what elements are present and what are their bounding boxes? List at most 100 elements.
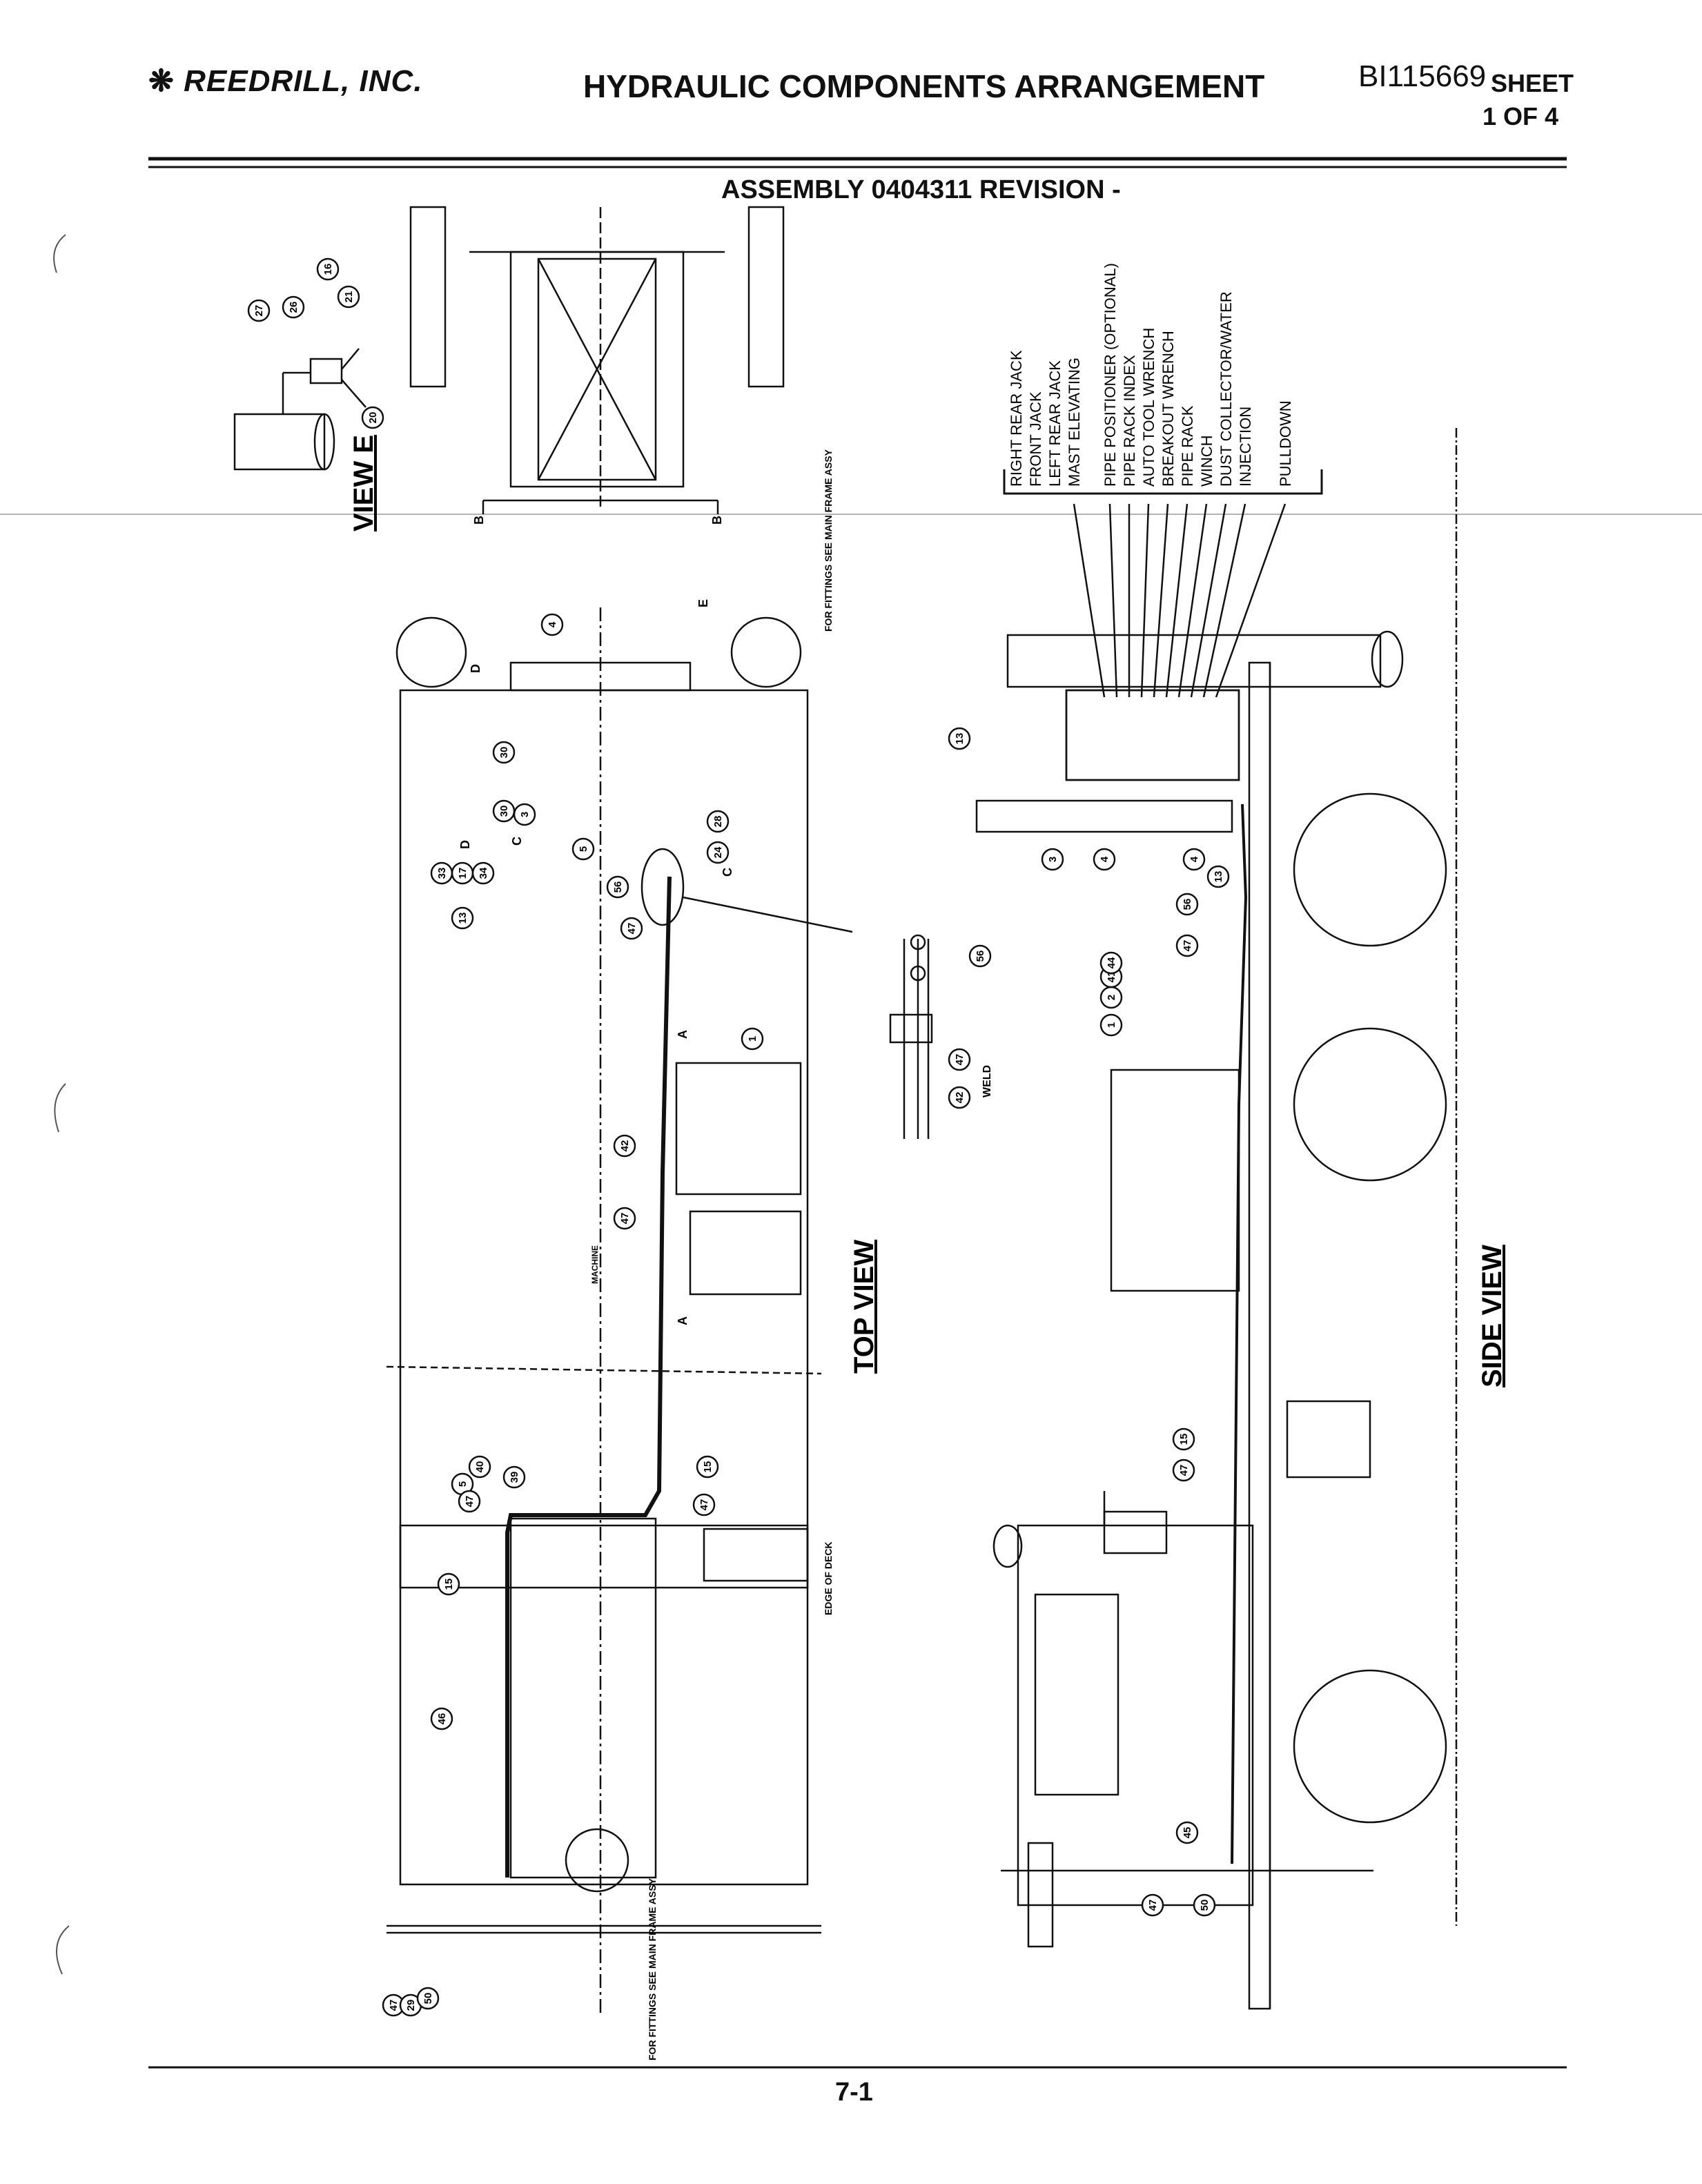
balloon-circle [613,1207,636,1230]
function-label: WINCH [1198,435,1215,487]
section-mark: C [510,837,524,846]
balloon-label: 1 [1106,1022,1117,1028]
view-e-structure [409,206,785,514]
balloon-label: 46 [436,1713,448,1725]
balloon-label: 3 [519,812,531,817]
function-leader-line [1215,503,1287,698]
function-label: FRONT JACK [1027,391,1044,487]
balloon-label: 44 [1106,957,1117,968]
balloon-circle [502,1465,526,1489]
balloon-circle [948,1086,971,1109]
balloon-circle [620,917,643,940]
balloon-circle [613,1134,636,1158]
balloon-circle [1093,848,1116,871]
side-view-truck [975,630,1447,2010]
balloon-label: 13 [457,913,469,924]
balloon-circle [1206,865,1230,888]
balloon-circle [1172,1459,1195,1482]
binder-holes [53,234,70,1975]
top-view-hose [505,876,672,1878]
balloon-label: 16 [322,264,334,275]
function-label: PIPE RACK [1179,405,1196,487]
balloon-circle [247,299,271,322]
weld-note: WELD [981,1065,993,1098]
company-logo: ❋ REEDRILL, INC. [148,64,423,99]
balloon-label: 42 [619,1140,631,1152]
balloon-circle [968,944,992,968]
page-title: HYDRAULIC COMPONENTS ARRANGEMENT [583,68,1265,104]
balloon-label: 20 [367,412,379,424]
balloon-label: 47 [954,1054,966,1066]
balloon-circle [1193,1893,1216,1917]
function-leader-line [1177,503,1208,698]
balloon-label: 24 [712,846,724,858]
function-label: BREAKOUT WRENCH [1160,331,1177,487]
balloon-label: 21 [343,291,355,303]
function-leader-line [1202,503,1246,698]
balloon-label: 5 [578,846,589,852]
assembly-revision: ASSEMBLY 0404311 REVISION - [721,175,1121,204]
balloon-circle [706,841,730,864]
weld-detail [889,934,933,1139]
function-leader-line [1140,503,1150,698]
company-name: REEDRILL, INC. [184,64,423,98]
balloon-label: 3 [1047,857,1059,862]
view-e-label: VIEW E [349,435,379,532]
function-leader-line [1190,503,1227,698]
balloon-circle [1141,1893,1164,1917]
function-leader-line [1073,503,1106,698]
function-label: PIPE RACK INDEX [1121,355,1138,487]
balloon-label: 1 [747,1036,759,1042]
balloon-label: 56 [1182,899,1193,910]
frame-rules [0,157,1702,2069]
balloon-label: 28 [712,816,724,828]
balloon-label: 45 [1182,1827,1193,1839]
top-view-outline [386,607,822,2016]
balloon-label: 17 [457,868,469,879]
section-mark: E [696,599,710,607]
function-label: PIPE POSITIONER (OPTIONAL) [1102,263,1119,487]
balloon-label: 15 [702,1461,714,1473]
balloon-circle [741,1027,764,1051]
function-lines [1073,503,1287,698]
top-view-label: TOP VIEW [849,1240,879,1374]
balloon-circle [1175,893,1199,916]
function-label: MAST ELEVATING [1066,358,1083,487]
balloon-label: 30 [498,747,510,759]
balloon-circle [948,1048,971,1071]
balloon-circle [948,727,971,750]
balloon-circle [696,1455,719,1479]
balloon-circle [571,837,595,861]
balloon-label: 13 [954,733,966,745]
section-mark: A [676,1030,689,1039]
balloon-label: 2 [1106,995,1117,1000]
side-view-hose [1231,803,1248,1864]
balloon-label: 33 [436,868,448,879]
balloon-circle [468,1455,491,1479]
balloon-circle [430,1707,453,1730]
balloon-label: 39 [509,1472,520,1483]
balloon-label: 26 [288,302,300,313]
balloon-label: 29 [405,2000,417,2011]
side-view-label: SIDE VIEW [1477,1245,1507,1387]
balloon-label: 50 [422,1993,434,2005]
balloon-label: 27 [253,305,265,317]
balloon-circle [706,810,730,833]
section-mark: D [469,664,482,673]
balloon-circle [316,257,340,281]
balloon-label: 34 [478,867,489,879]
page-number: 7-1 [835,2078,873,2107]
balloon-label: 47 [619,1213,631,1225]
balloon-circle [1182,848,1206,871]
balloon-label: 13 [1213,871,1224,883]
fittings-note-bottom: FOR FITTINGS SEE MAIN FRAME ASSY [647,1878,658,2060]
balloon-label: 47 [698,1499,710,1511]
balloon-label: 41 [1106,971,1117,983]
balloon-label: 40 [474,1461,486,1473]
sheet-number: 1 OF 4 [1483,102,1559,130]
balloon-circle [337,285,360,309]
edge-of-deck-note: EDGE OF DECK [823,1541,834,1615]
balloon-label: 15 [1178,1434,1190,1445]
